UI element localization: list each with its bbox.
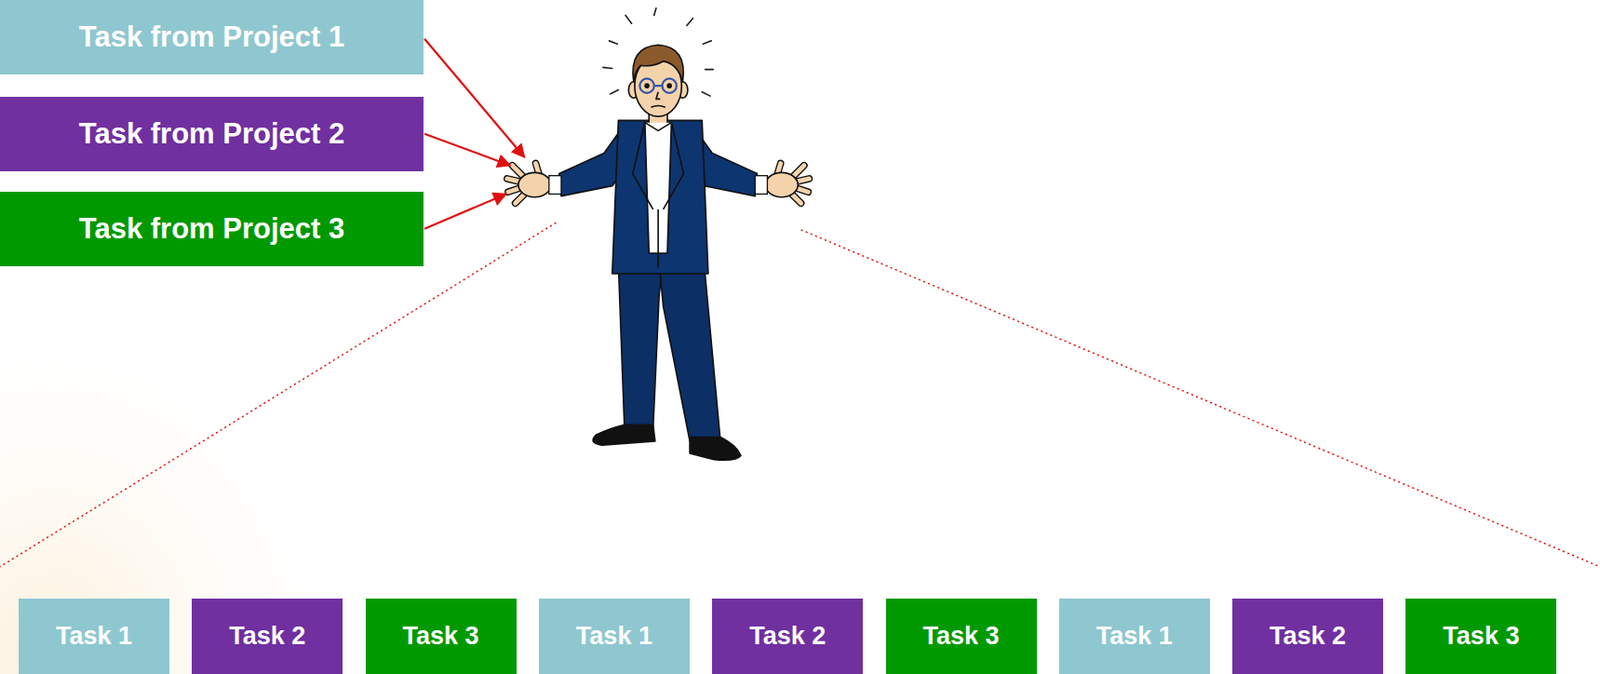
task-box: Task 1 — [1059, 598, 1211, 674]
task-label: Task 2 — [1269, 621, 1346, 651]
task-label: Task 3 — [922, 621, 999, 651]
task-box: Task from Project 3 — [0, 191, 424, 267]
task-label: Task 3 — [1442, 621, 1520, 651]
dotted-line — [0, 222, 556, 567]
task-label: Task 2 — [749, 621, 826, 651]
task-box: Task from Project 1 — [0, 0, 424, 75]
task-label: Task 1 — [576, 621, 653, 651]
task-label: Task 1 — [55, 621, 133, 651]
red-arrows — [424, 39, 525, 229]
task-box: Task 3 — [365, 598, 517, 674]
task-label: Task 2 — [228, 621, 306, 651]
task-box: Task 2 — [712, 598, 863, 674]
task-label: Task from Project 1 — [79, 20, 345, 54]
task-label: Task from Project 3 — [79, 212, 345, 246]
task-box: Task from Project 2 — [0, 96, 424, 172]
task-box: Task 2 — [191, 598, 343, 674]
task-label: Task 3 — [403, 621, 480, 651]
background-swoosh — [0, 275, 352, 674]
task-box: Task 1 — [538, 598, 690, 674]
task-label: Task from Project 2 — [79, 117, 345, 151]
open-hand — [507, 163, 562, 204]
task-box: Task 3 — [886, 598, 1037, 674]
task-label: Task 1 — [1096, 621, 1173, 651]
task-box: Task 2 — [1232, 598, 1384, 674]
task-box: Task 1 — [18, 598, 170, 674]
task-box: Task 3 — [1405, 598, 1557, 674]
stressed-man — [559, 44, 758, 460]
open-hand — [754, 163, 809, 204]
dotted-line — [801, 229, 1600, 567]
